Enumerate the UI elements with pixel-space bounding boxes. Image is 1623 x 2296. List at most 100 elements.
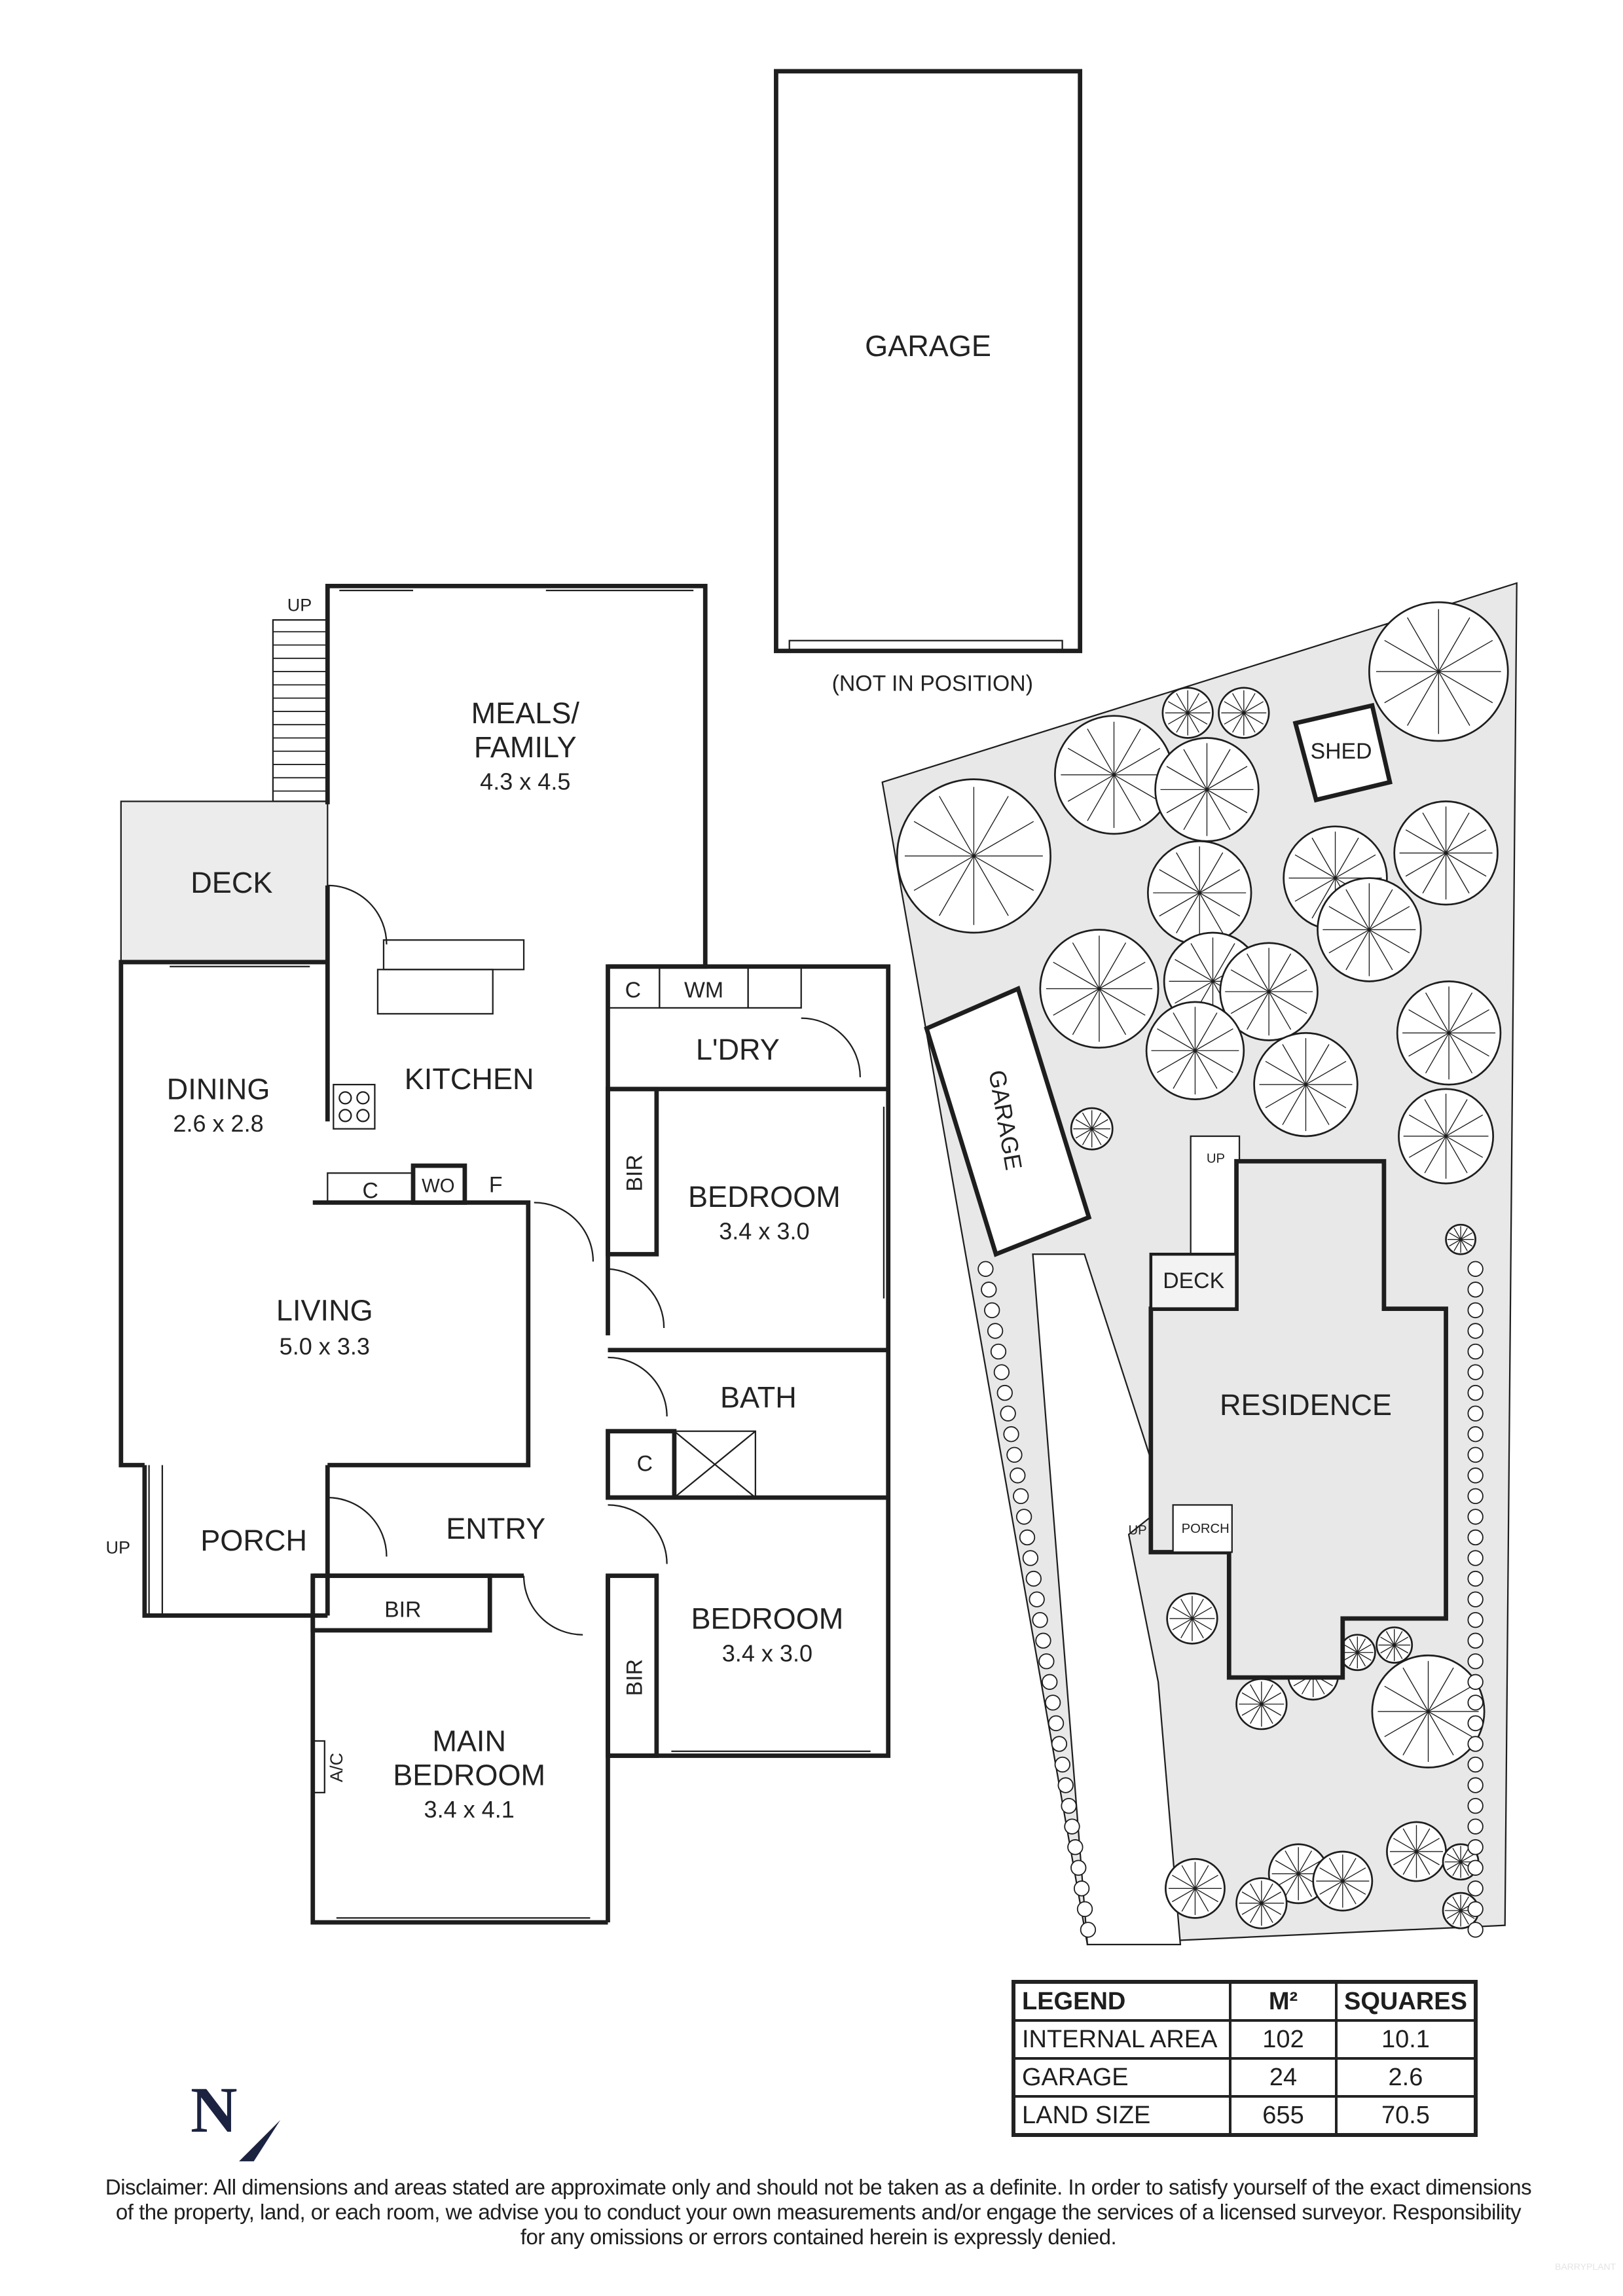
hedge-icon [987, 1323, 1004, 1339]
legend-cell: 2.6 [1335, 2057, 1477, 2098]
tree-icon [1219, 942, 1319, 1041]
site-porch-up: UP [1128, 1523, 1146, 1537]
tree-icon [1398, 1088, 1495, 1185]
hedge-icon [1076, 1901, 1093, 1918]
tree-icon [1154, 737, 1260, 842]
main-bedroom-size: 3.4 x 4.1 [424, 1796, 515, 1823]
hedge-icon [1035, 1632, 1051, 1649]
washing-machine: WM [684, 978, 723, 1003]
hedge-icon [1467, 1384, 1484, 1401]
site-deck-label: DECK [1163, 1268, 1224, 1293]
legend-cell: INTERNAL AREA [1012, 2019, 1231, 2060]
tree-icon [1386, 1821, 1447, 1882]
hedge-icon [1038, 1653, 1055, 1670]
site-plan: GARAGE SHED DECK RESIDENCE PORCH UP UP [881, 582, 1518, 1946]
tree-icon [1445, 1223, 1476, 1255]
hedge-icon [1467, 1797, 1484, 1814]
tree-icon [1267, 1843, 1329, 1905]
legend-cell: 10.1 [1335, 2019, 1477, 2060]
tree-icon [1317, 877, 1422, 982]
hedge-icon [1467, 1674, 1484, 1690]
hedge-icon [1467, 1901, 1484, 1918]
hedge-icon [1467, 1509, 1484, 1525]
bedroom1-robe: BIR [622, 1155, 647, 1191]
north-arrow: N [191, 2075, 281, 2162]
tree-icon [1053, 715, 1174, 835]
hedge-icon [1467, 1818, 1484, 1835]
hedge-icon [1467, 1756, 1484, 1773]
hedge-icon [1048, 1715, 1065, 1732]
hedge-icon [1467, 1859, 1484, 1876]
hedge-icon [1467, 1922, 1484, 1938]
disclaimer-line: Disclaimer: All dimensions and areas sta… [105, 2175, 1532, 2199]
hedge-icon [1044, 1695, 1061, 1711]
north-letter: N [191, 2075, 238, 2146]
legend-table: LEGEND M² SQUARES INTERNAL AREA 102 10.1… [1012, 1980, 1478, 2137]
main-bedroom-label-2: BEDROOM [393, 1759, 545, 1792]
tree-icon [1039, 929, 1159, 1049]
hedge-icon [1467, 1632, 1484, 1649]
hedge-icon [1467, 1653, 1484, 1670]
hedge-icon [1467, 1364, 1484, 1380]
legend-header-legend: LEGEND [1012, 1981, 1231, 2022]
legend-header: LEGEND M² SQUARES [1012, 1981, 1477, 2022]
legend-row: INTERNAL AREA 102 10.1 [1012, 2019, 1477, 2060]
hedge-icon [1057, 1777, 1074, 1793]
laundry-label: L'DRY [696, 1033, 780, 1066]
hedge-icon [1070, 1859, 1087, 1876]
kitchen-cupboard: C [362, 1179, 378, 1204]
tree-icon [1312, 1850, 1374, 1912]
hedge-icon [1029, 1591, 1045, 1607]
bedroom1-size: 3.4 x 3.0 [719, 1218, 809, 1245]
hedge-icon [1467, 1488, 1484, 1505]
bedroom2-size: 3.4 x 3.0 [722, 1640, 812, 1666]
tree-icon [1146, 840, 1252, 946]
disclaimer: Disclaimer: All dimensions and areas sta… [72, 2175, 1565, 2250]
hedge-icon [1054, 1756, 1070, 1773]
hedge-icon [1467, 1343, 1484, 1360]
legend-header-squares: SQUARES [1335, 1981, 1477, 2022]
legend-row: GARAGE 24 2.6 [1012, 2057, 1477, 2098]
hedge-icon [990, 1343, 1007, 1360]
hedge-icon [1051, 1736, 1068, 1752]
hedge-icon [1467, 1777, 1484, 1793]
legend-cell: 655 [1229, 2095, 1338, 2136]
stairs-up-label: UP [287, 596, 312, 615]
main-bedroom-robe: BIR [384, 1598, 421, 1623]
legend-cell: GARAGE [1012, 2057, 1231, 2098]
living-label: LIVING [276, 1294, 373, 1327]
hedge-icon [1073, 1880, 1090, 1897]
kitchen-label: KITCHEN [405, 1062, 534, 1096]
tree-icon [1218, 687, 1270, 739]
disclaimer-line: for any omissions or errors contained he… [520, 2225, 1117, 2249]
tree-icon [1161, 687, 1214, 739]
bath-cupboard: C [637, 1452, 653, 1477]
tree-icon [1371, 1654, 1486, 1768]
hedge-icon [1061, 1797, 1077, 1814]
main-bedroom-label-1: MAIN [432, 1725, 506, 1758]
air-conditioner: A/C [327, 1753, 346, 1782]
hedge-icon [1467, 1570, 1484, 1587]
deck-label: DECK [191, 866, 272, 899]
hedge-icon [1019, 1529, 1036, 1546]
hedge-icon [1467, 1405, 1484, 1422]
tree-icon [1166, 1592, 1218, 1645]
hedge-icon [1467, 1323, 1484, 1339]
hedge-icon [1080, 1922, 1097, 1938]
hedge-icon [1467, 1446, 1484, 1463]
trees [896, 601, 1509, 1938]
site-deck-up: UP [1207, 1152, 1225, 1166]
tree-icon [1442, 1892, 1480, 1929]
tree-icon [1235, 1677, 1288, 1731]
garage-label: GARAGE [865, 329, 991, 363]
hedge-icon [1467, 1611, 1484, 1628]
hedge-icon [1467, 1467, 1484, 1484]
tree-icon [1396, 980, 1502, 1086]
hedge-icon [984, 1302, 1000, 1319]
legend-cell: 70.5 [1335, 2095, 1477, 2136]
hedge-icon [993, 1364, 1010, 1380]
legend-row: LAND SIZE 655 70.5 [1012, 2095, 1477, 2136]
hedge-icon [1032, 1611, 1048, 1628]
fridge: F [489, 1173, 503, 1198]
